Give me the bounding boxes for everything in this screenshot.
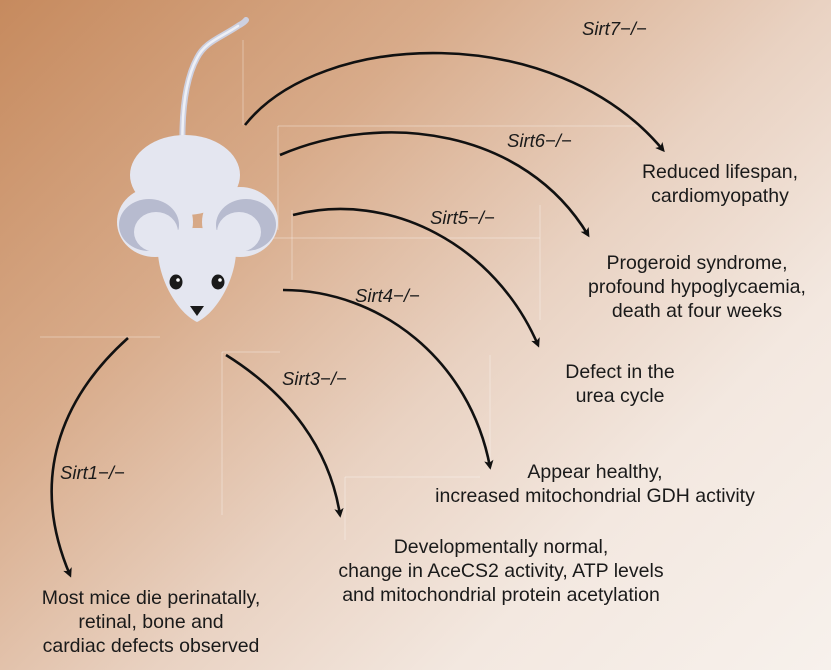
label-sirt1: Sirt1−/− xyxy=(60,462,125,484)
outcome-sirt5: Defect in the urea cycle xyxy=(540,360,700,408)
outcome-sirt3: Developmentally normal, change in AceCS2… xyxy=(295,535,707,607)
arrow-sirt7 xyxy=(245,53,663,150)
label-sirt7: Sirt7−/− xyxy=(582,18,647,40)
outcome-sirt4: Appear healthy, increased mitochondrial … xyxy=(390,460,800,508)
label-sirt3: Sirt3−/− xyxy=(282,368,347,390)
outcome-sirt7: Reduced lifespan, cardiomyopathy xyxy=(615,160,825,208)
outcome-sirt6: Progeroid syndrome, profound hypoglycaem… xyxy=(566,251,828,323)
arrow-sirt5 xyxy=(293,209,538,345)
outcome-sirt1: Most mice die perinatally, retinal, bone… xyxy=(10,586,292,658)
label-sirt4: Sirt4−/− xyxy=(355,285,420,307)
label-sirt5: Sirt5−/− xyxy=(430,207,495,229)
arrow-sirt1 xyxy=(52,338,128,575)
label-sirt6: Sirt6−/− xyxy=(507,130,572,152)
